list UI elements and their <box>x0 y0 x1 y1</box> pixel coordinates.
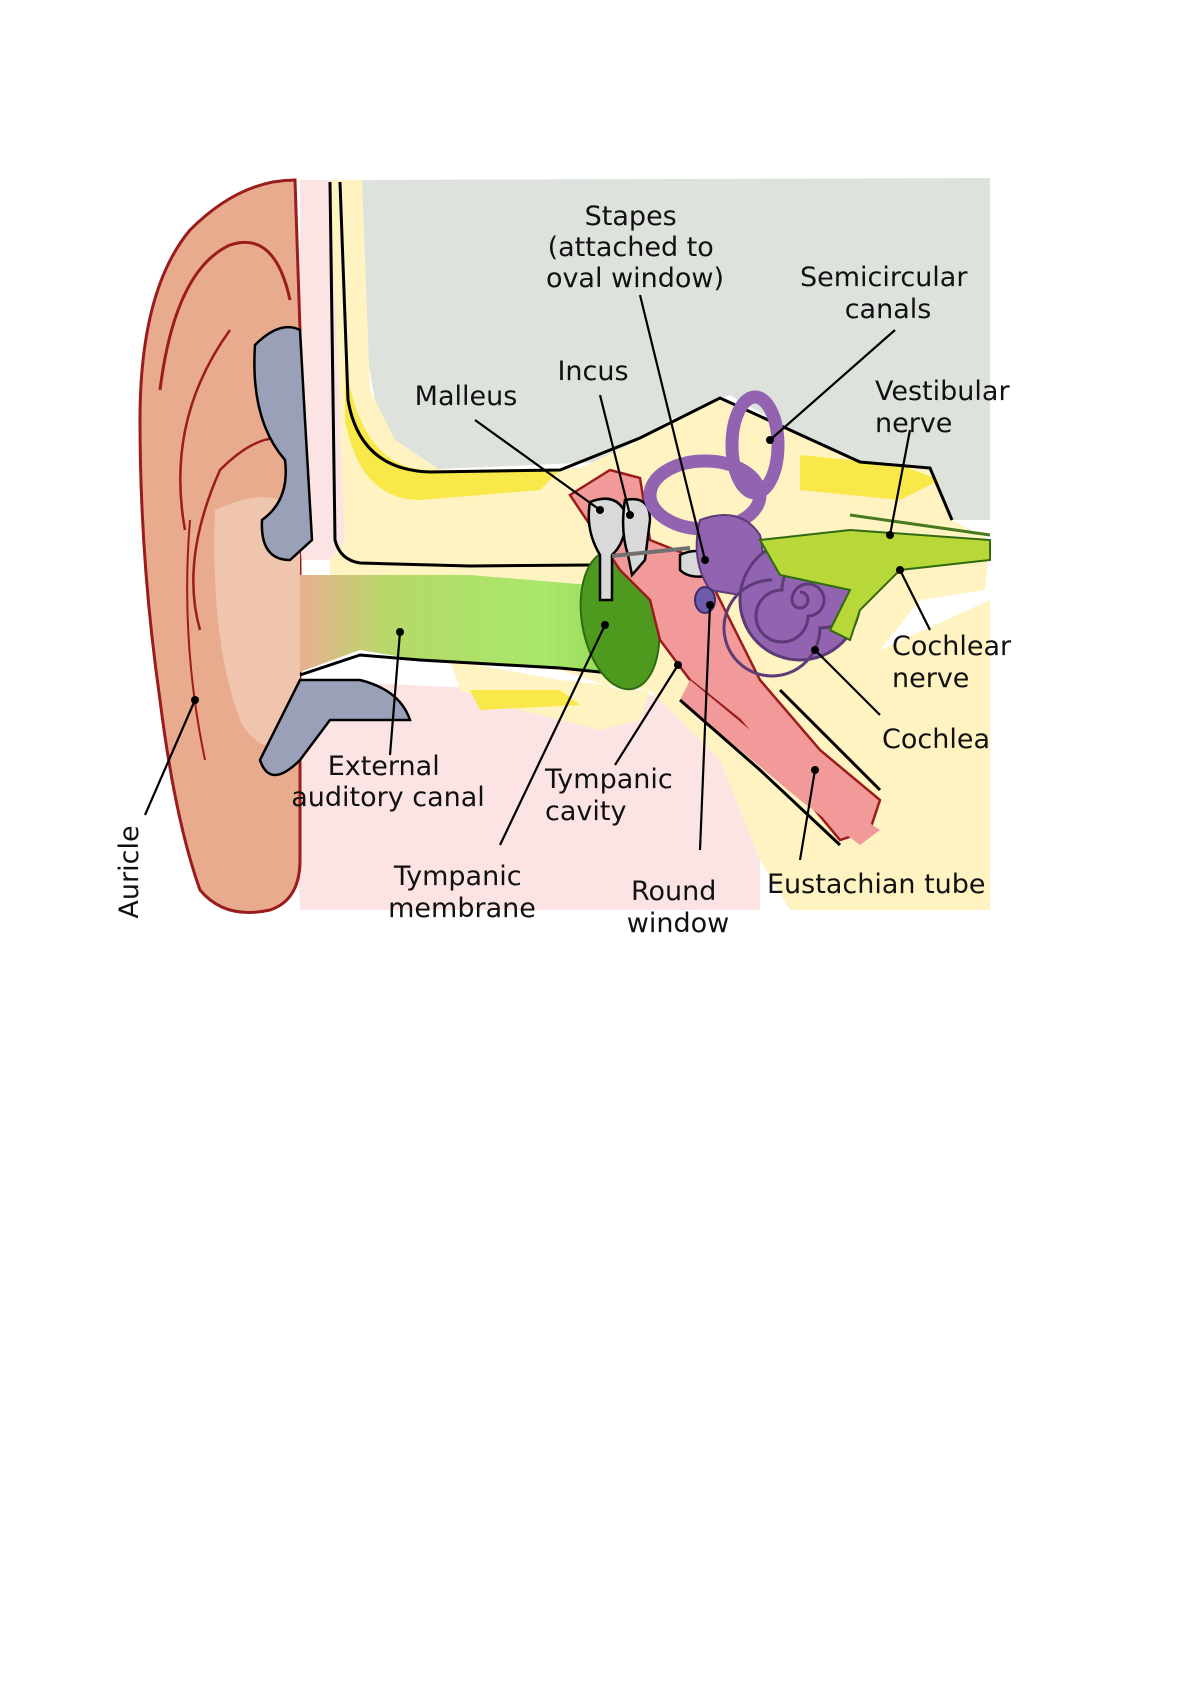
leader-incus <box>598 394 632 516</box>
leader-cochlear-nerve <box>899 569 931 631</box>
cochlea-spiral <box>722 550 860 678</box>
eustachian-outline <box>679 688 882 847</box>
eustachian-tube-shape <box>680 680 880 845</box>
leader-tympanic-cavity <box>614 664 679 766</box>
label-auricle: Auricle <box>114 825 145 918</box>
label-incus: Incus <box>557 356 628 387</box>
leader-tympanic-membrane <box>499 624 606 846</box>
leader-round-window <box>698 604 712 851</box>
leader-semicircular <box>769 329 896 441</box>
bone-core-upper <box>345 360 560 500</box>
label-eustachian-tube: Eustachian tube <box>767 869 986 900</box>
leader-stapes <box>638 294 707 561</box>
auricle-helix <box>158 240 292 391</box>
soft-tissue <box>290 180 760 910</box>
label-stapes: Stapes (attached to oval window) <box>546 201 724 294</box>
leader-eustachian <box>798 769 817 861</box>
canal-roof-outline <box>328 181 591 568</box>
leader-dots <box>191 436 904 774</box>
cartilage-lower <box>258 678 412 777</box>
auricle-antihelix <box>179 329 291 631</box>
leader-vestibular <box>888 429 912 536</box>
label-round-window: Round window <box>627 876 729 939</box>
skull-region <box>355 178 990 520</box>
leader-malleus <box>474 419 601 511</box>
nerve-upper-outline <box>849 513 991 537</box>
malleus-shape <box>587 497 627 602</box>
tendon-line <box>611 546 691 558</box>
external-canal <box>300 575 650 675</box>
bone-core-lower <box>470 690 580 710</box>
label-cochlear-nerve: Cochlear nerve <box>892 631 1020 694</box>
label-semicircular-canals: Semicircular canals <box>800 262 976 325</box>
label-tympanic-membrane: Tympanic membrane <box>388 861 536 924</box>
canal-floor-outline <box>299 653 641 678</box>
bone-core-right <box>800 455 940 500</box>
cartilage-upper <box>253 325 314 562</box>
round-window-shape <box>694 586 716 614</box>
auricle-concha <box>214 497 300 747</box>
label-vestibular-nerve: Vestibular nerve <box>875 376 1018 439</box>
label-cochlea: Cochlea <box>882 724 990 755</box>
leader-external-canal <box>388 631 402 756</box>
nerve-bundle <box>758 528 991 642</box>
label-external-auditory-canal: External auditory canal <box>291 751 485 813</box>
leader-lines <box>143 294 931 861</box>
label-malleus: Malleus <box>415 381 518 412</box>
leader-cochlea <box>814 649 881 716</box>
auricle-lobe-curve <box>186 519 206 761</box>
leader-auricle <box>143 699 197 816</box>
label-tympanic-cavity: Tympanic cavity <box>544 764 681 827</box>
